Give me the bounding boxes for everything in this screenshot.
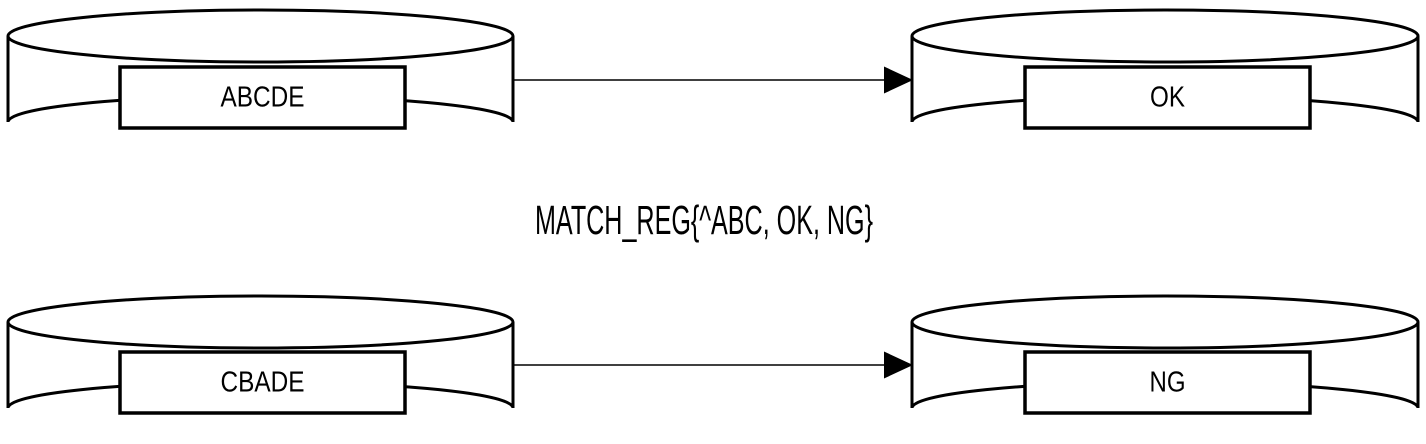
arrow-top (513, 66, 913, 94)
label-box (1023, 350, 1312, 415)
arrow-head-icon (884, 351, 913, 379)
label-box (1023, 65, 1312, 130)
node-label: CBADE (221, 367, 305, 399)
relation-label: MATCH_REG{^ABC, OK, NG} (535, 197, 873, 243)
node-top-source: ABCDE (6, 8, 515, 130)
arrow-head-icon (884, 66, 913, 94)
node-label: OK (1150, 82, 1186, 114)
cylinder-top (910, 8, 1420, 64)
label-box (118, 65, 407, 130)
cylinder-top (910, 294, 1420, 350)
node-bottom-target: NG (910, 294, 1420, 415)
cylinder-top (6, 8, 515, 64)
arrow-bottom (513, 351, 913, 379)
node-bottom-source: CBADE (6, 294, 515, 415)
node-label: ABCDE (221, 82, 305, 114)
label-box (118, 350, 407, 415)
node-label: NG (1150, 367, 1186, 399)
cylinder-top (6, 294, 515, 350)
node-top-target: OK (910, 8, 1420, 130)
